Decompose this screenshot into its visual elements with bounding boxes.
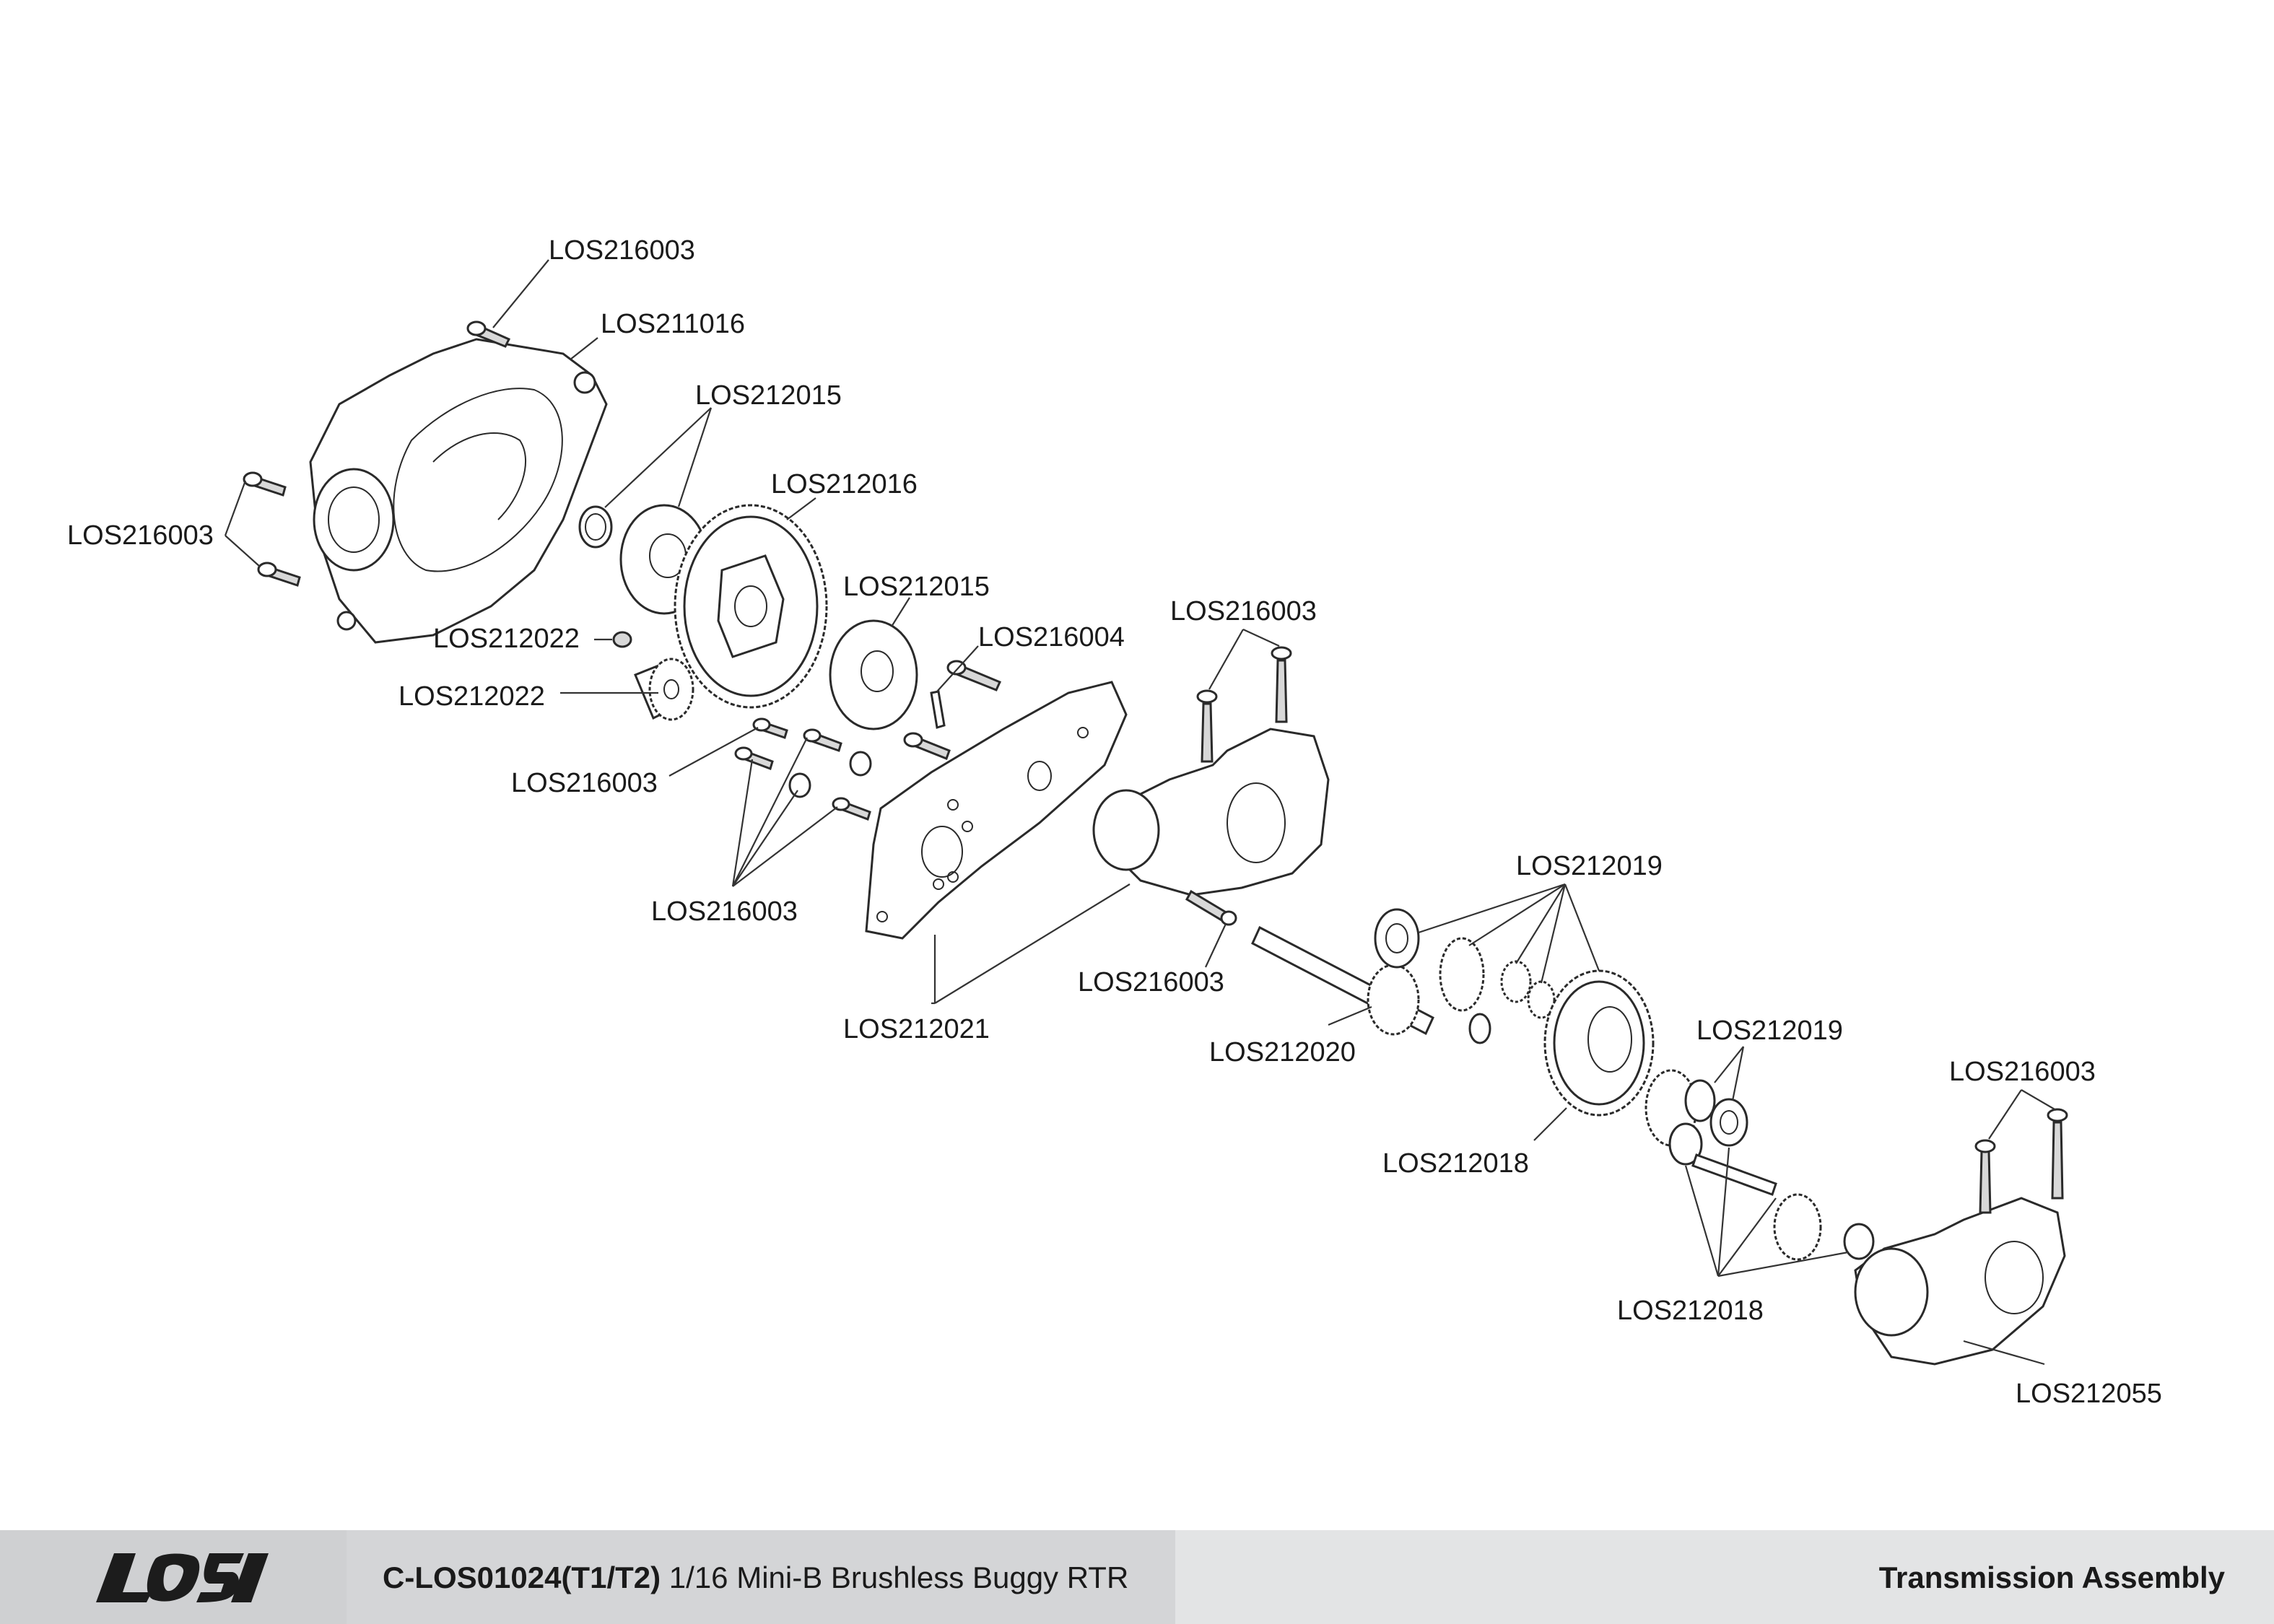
label-los212022-set-screw: LOS212022 bbox=[433, 624, 580, 654]
label-los212015-slipper: LOS212015 bbox=[695, 380, 842, 411]
section-title: Transmission Assembly bbox=[1878, 1560, 2225, 1594]
label-los216004-pin: LOS216004 bbox=[978, 622, 1125, 652]
label-los212019-differential: LOS212019 bbox=[1516, 851, 1663, 881]
exploded-view-diagram: LOS216003 LOS211016 LOS212015 LOS212016 … bbox=[67, 235, 2162, 1409]
label-los216003-plate-screws: LOS216003 bbox=[651, 896, 798, 927]
title-cell bbox=[347, 1530, 1175, 1624]
label-los212018-idler-parts: LOS212018 bbox=[1617, 1296, 1764, 1326]
cover-screw-left-lower bbox=[257, 562, 301, 587]
label-los216003-plate-screw: LOS216003 bbox=[511, 768, 658, 798]
brand-logo-cell bbox=[0, 1530, 347, 1624]
label-los216003-right-housing: LOS216003 bbox=[1949, 1057, 2096, 1087]
slipper-spring-part bbox=[578, 505, 613, 549]
dowel-pin-part bbox=[930, 690, 946, 729]
set-screw-part bbox=[612, 631, 632, 648]
kit-name: 1/16 Mini-B Brushless Buggy RTR bbox=[661, 1560, 1129, 1594]
gearbox-housing-left-part bbox=[1092, 646, 1330, 926]
part-labels: LOS216003 LOS211016 LOS212015 LOS212016 … bbox=[67, 235, 2162, 1409]
main-shaft-part bbox=[1251, 925, 1434, 1036]
label-los212018-diff-gear: LOS212018 bbox=[1382, 1148, 1529, 1179]
slipper-pad-part bbox=[829, 619, 918, 730]
footer-bar: C-LOS01024(T1/T2) 1/16 Mini-B Brushless … bbox=[0, 1530, 2274, 1624]
idler-bearings-part bbox=[1668, 1098, 1875, 1261]
pinion-gear-part bbox=[634, 658, 694, 721]
label-los212016-spur-gear: LOS212016 bbox=[771, 469, 918, 499]
differential-bevel-gears bbox=[1439, 937, 1556, 1044]
label-los212019-idler: LOS212019 bbox=[1696, 1016, 1843, 1046]
motor-plate-part bbox=[865, 681, 1128, 940]
cover-screw-left-upper bbox=[243, 471, 287, 497]
label-los211016-gear-cover: LOS211016 bbox=[601, 309, 745, 339]
label-los212021-motor-plate: LOS212021 bbox=[843, 1014, 990, 1044]
differential-gear-part bbox=[1543, 969, 1655, 1117]
gearbox-housing-right-part bbox=[1854, 1108, 2068, 1366]
kit-code: C-LOS01024(T1/T2) bbox=[383, 1560, 661, 1594]
label-los212015-slipper-pad: LOS212015 bbox=[843, 572, 990, 602]
label-los216003-housing-bottom: LOS216003 bbox=[1078, 967, 1224, 997]
losi-logo bbox=[96, 1553, 269, 1602]
cover-screw-top bbox=[466, 320, 511, 348]
kit-title: C-LOS01024(T1/T2) 1/16 Mini-B Brushless … bbox=[383, 1560, 1128, 1595]
label-los216003-cover-left: LOS216003 bbox=[67, 520, 214, 551]
label-los216003-cover-top: LOS216003 bbox=[549, 235, 695, 266]
spur-gear-part bbox=[674, 504, 828, 709]
label-los212020-shaft: LOS212020 bbox=[1209, 1037, 1356, 1068]
leader-lines bbox=[224, 259, 2057, 1366]
label-los212022-pinion: LOS212022 bbox=[398, 681, 545, 712]
gear-cover-part bbox=[309, 338, 608, 644]
label-los212055-right-housing: LOS212055 bbox=[2016, 1379, 2162, 1409]
label-los216003-housing-top: LOS216003 bbox=[1170, 596, 1317, 627]
differential-bearing-part bbox=[1374, 908, 1420, 969]
